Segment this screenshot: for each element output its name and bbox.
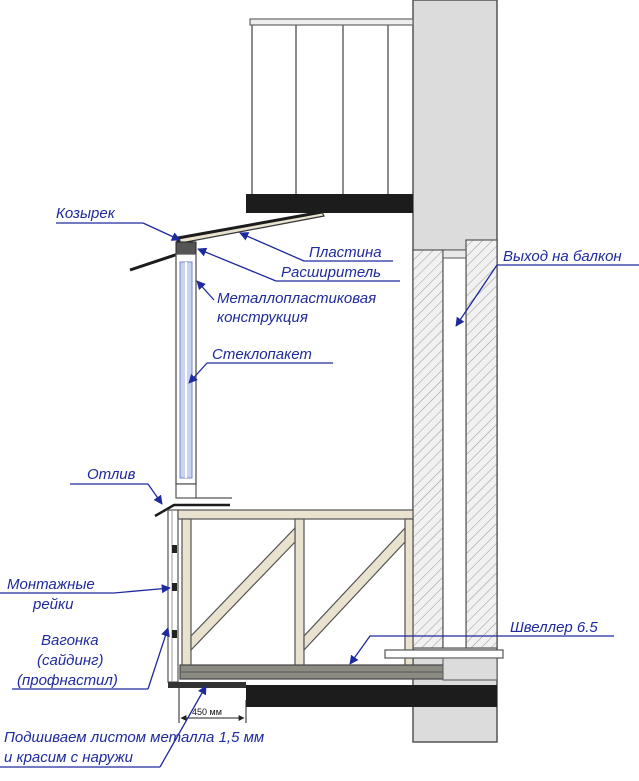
label-text: рейки — [32, 596, 74, 613]
label-text: Расширитель — [281, 264, 381, 281]
label-text: Стеклопакет — [212, 346, 312, 363]
label-text: (сайдинг) — [37, 652, 103, 669]
label-kozyrek: Козырек — [56, 205, 181, 241]
label-text: Козырек — [56, 205, 116, 222]
label-text: Вагонка — [41, 632, 99, 649]
label-text: Монтажные — [7, 576, 95, 593]
expander — [175, 241, 197, 255]
label-vagonka: Вагонка (сайдинг) (профнастил) — [12, 627, 170, 690]
label-text: (профнастил) — [17, 672, 118, 689]
label-text: и красим с наружи — [4, 749, 134, 766]
upper-balcony — [246, 18, 414, 213]
label-text: Швеллер 6.5 — [510, 619, 598, 636]
label-text: Металлопластиковая — [217, 290, 376, 307]
label-rasshiritel: Расширитель — [197, 247, 400, 282]
label-mpk: Металлопластиковая конструкция — [196, 280, 376, 326]
label-text: конструкция — [217, 309, 308, 326]
label-vyhod: Выход на балкон — [455, 248, 639, 327]
label-text: Подшиваем листом металла 1,5 мм — [4, 729, 264, 746]
dimension-label: 450 мм — [192, 707, 222, 717]
parapet-frame — [167, 509, 504, 707]
label-text: Отлив — [87, 466, 136, 483]
label-text: Пластина — [309, 244, 382, 261]
label-steklopaket: Стеклопакет — [188, 346, 333, 384]
label-text: Выход на балкон — [503, 248, 622, 265]
label-podshivaem: Подшиваем листом металла 1,5 мм и красим… — [0, 685, 264, 768]
lower-slab — [246, 685, 497, 707]
drip-sill — [154, 503, 230, 518]
balcony-door-opening — [442, 249, 467, 649]
label-otliv: Отлив — [70, 466, 163, 505]
dimension-450: 450 мм — [178, 688, 247, 723]
label-plastina: Пластина — [239, 232, 393, 262]
window-frame — [154, 241, 232, 518]
label-shveller: Швеллер 6.5 — [349, 619, 614, 665]
upper-slab — [246, 194, 413, 213]
building-wall — [412, 0, 498, 743]
label-montazh: Монтажные рейки — [0, 576, 171, 613]
